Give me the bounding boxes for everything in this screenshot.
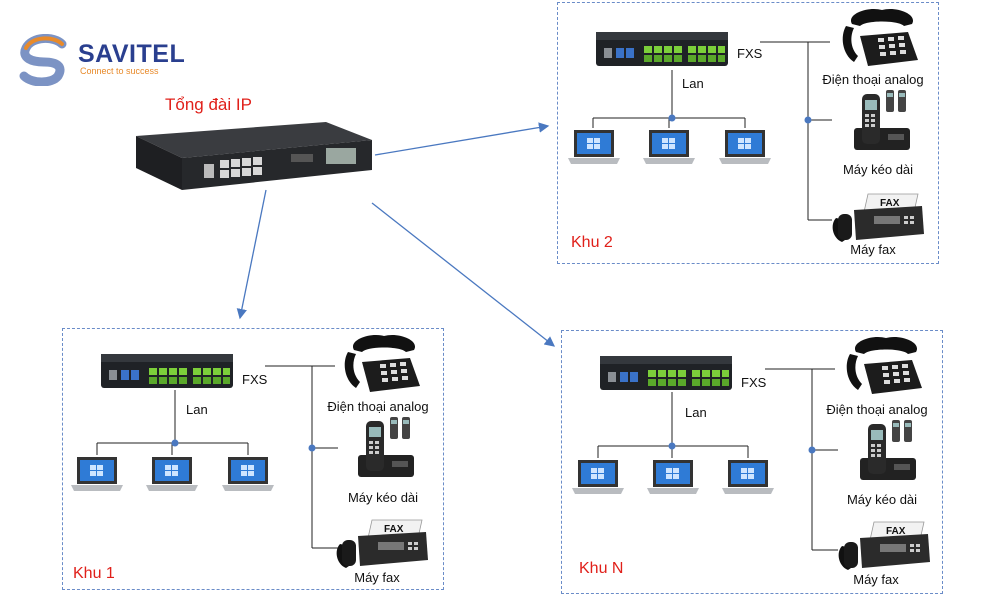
ip-pbx-device-icon bbox=[136, 122, 372, 190]
zone-khu-n-label: Khu N bbox=[579, 560, 624, 577]
device-label-fax: Máy fax bbox=[850, 242, 896, 257]
device-label-fax: Máy fax bbox=[354, 570, 400, 585]
laptop-icon bbox=[572, 460, 624, 494]
device-label-analog-phone: Điện thoại analog bbox=[822, 72, 924, 87]
gateway-device-icon bbox=[101, 354, 233, 388]
link-central-khu1 bbox=[236, 189, 267, 320]
logo-name: SAVITEL bbox=[78, 40, 186, 68]
link-central-khun bbox=[371, 202, 556, 347]
fax-machine-icon: FAX bbox=[336, 519, 428, 568]
fxs-label: FXS bbox=[242, 372, 268, 387]
logo-tagline: Connect to success bbox=[80, 66, 159, 76]
lan-label: Lan bbox=[186, 402, 208, 417]
fax-paper-text: FAX bbox=[886, 526, 906, 537]
device-label-cordless-phone: Máy kéo dài bbox=[347, 490, 419, 505]
fxs-label: FXS bbox=[741, 375, 767, 390]
laptop-icon bbox=[719, 130, 771, 164]
laptop-icon bbox=[568, 130, 620, 164]
device-label-analog-phone: Điện thoại analog bbox=[826, 402, 928, 417]
fax-paper-text: FAX bbox=[880, 198, 900, 209]
cordless-phone-icon bbox=[860, 420, 916, 480]
cordless-phone-icon bbox=[358, 417, 414, 477]
device-label-cordless-phone: Máy kéo dài bbox=[842, 162, 914, 177]
link-central-khu2 bbox=[374, 122, 550, 156]
lan-label: Lan bbox=[685, 405, 707, 420]
zone-khu-2-label: Khu 2 bbox=[571, 234, 613, 251]
fax-machine-icon: FAX bbox=[832, 193, 924, 242]
laptop-icon bbox=[647, 460, 699, 494]
zone-khu-1 bbox=[62, 328, 444, 590]
analog-phone-icon bbox=[846, 336, 922, 394]
zone-khu-n bbox=[561, 330, 943, 594]
laptop-icon bbox=[146, 457, 198, 491]
gateway-device-icon bbox=[596, 32, 728, 66]
device-label-cordless-phone: Máy kéo dài bbox=[846, 492, 918, 507]
gateway-device-icon bbox=[600, 356, 732, 390]
laptop-icon bbox=[222, 457, 274, 491]
laptop-icon bbox=[722, 460, 774, 494]
laptop-icon bbox=[71, 457, 123, 491]
device-label-fax: Máy fax bbox=[853, 572, 899, 587]
analog-phone-icon bbox=[344, 334, 420, 392]
fax-machine-icon: FAX bbox=[838, 521, 930, 570]
analog-phone-icon bbox=[842, 8, 918, 66]
fax-paper-text: FAX bbox=[384, 524, 404, 535]
savitel-logo-icon bbox=[19, 34, 67, 86]
device-label-analog-phone: Điện thoại analog bbox=[327, 399, 429, 414]
fxs-label: FXS bbox=[737, 46, 763, 61]
lan-label: Lan bbox=[682, 76, 704, 91]
central-pbx-label: Tổng đài IP bbox=[165, 95, 252, 114]
zone-khu-1-label: Khu 1 bbox=[73, 565, 115, 582]
cordless-phone-icon bbox=[854, 90, 910, 150]
laptop-icon bbox=[643, 130, 695, 164]
zone-khu-2 bbox=[557, 2, 939, 264]
